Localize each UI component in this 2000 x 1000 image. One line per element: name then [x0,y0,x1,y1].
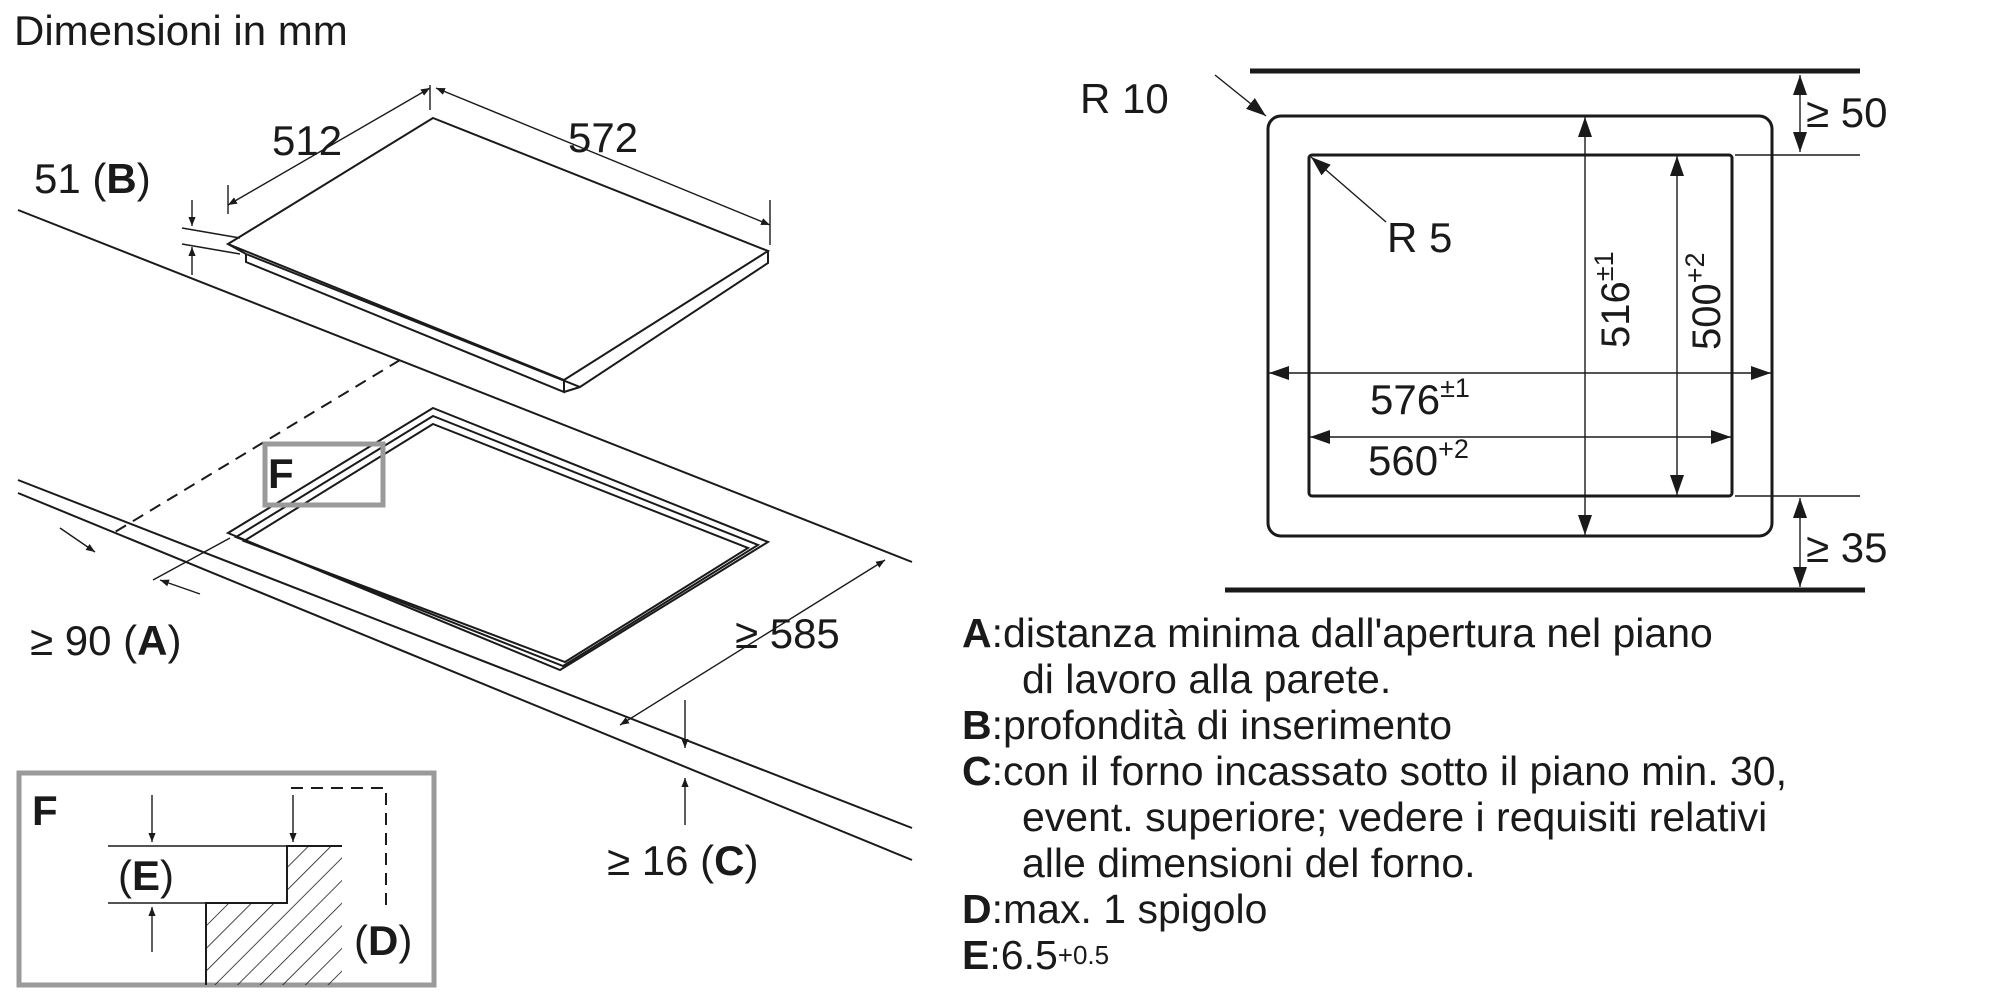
detail-marker-f: F [268,450,294,497]
hob-isometric [17,116,913,563]
inner-depth-label: 500+2 [1680,252,1729,350]
legend-tolerance: +0.5 [1057,940,1110,970]
legend-item-c: C: con il forno incassato sotto il piano… [962,748,1788,794]
legend-text-cont: event. superiore; vedere i requisiti rel… [1022,794,1768,840]
legend-text: max. 1 spigolo [1003,886,1268,932]
front-min-label: ≥ 16 (C) [607,837,758,884]
legend-key: D [962,886,992,932]
legend-key: A [962,610,992,656]
depth-min-label: ≥ 585 [735,610,840,657]
insert-depth-key: B [106,155,136,202]
legend-key: B [962,702,992,748]
outer-width-label: 576±1 [1370,373,1470,423]
detail-f-title: F [32,787,58,834]
legend-item-b: B: profondità di inserimento [962,702,1452,748]
wall-min-key: A [137,617,167,664]
legend-item-a: A: distanza minima dall'apertura nel pia… [962,610,1713,656]
top-clearance-label: ≥ 50 [1806,89,1887,136]
detail-f-box [16,770,437,988]
drawing-title: Dimensioni in mm [14,7,348,54]
legend-text: con il forno incassato sotto il piano mi… [1003,748,1788,794]
detail-label-d: (D) [354,917,412,964]
hob-depth-label: 512 [272,117,342,164]
cutout-plan [1214,68,1865,593]
legend-text-cont: di lavoro alla parete. [1022,656,1392,702]
legend-item-d: D: max. 1 spigolo [962,886,1268,932]
legend: A: distanza minima dall'apertura nel pia… [962,610,1982,978]
wall-min-label: ≥ 90 (A) [30,617,181,664]
legend-key: E [962,932,990,978]
legend-text-cont: alle dimensioni del forno. [1022,840,1476,886]
front-min-key: C [714,837,744,884]
outer-depth-label: 516±1 [1589,251,1638,348]
inner-radius-label: R 5 [1387,214,1452,261]
legend-value: 6.5 [1000,932,1058,978]
inner-width-label: 560+2 [1368,434,1469,484]
detail-label-e: (E) [118,852,174,899]
legend-key: C [962,748,992,794]
legend-text: profondità di inserimento [1003,702,1452,748]
worktop-cutout [17,359,913,861]
outer-radius-label: R 10 [1080,75,1169,122]
bottom-clearance-label: ≥ 35 [1806,524,1887,571]
legend-item-e: E: 6.5+0.5 [962,932,1110,978]
hob-width-label: 572 [568,114,638,161]
hob-dimensions [181,85,771,275]
insert-depth-label: 51 (B) [34,155,151,202]
legend-text: distanza minima dall'apertura nel piano [1003,610,1713,656]
